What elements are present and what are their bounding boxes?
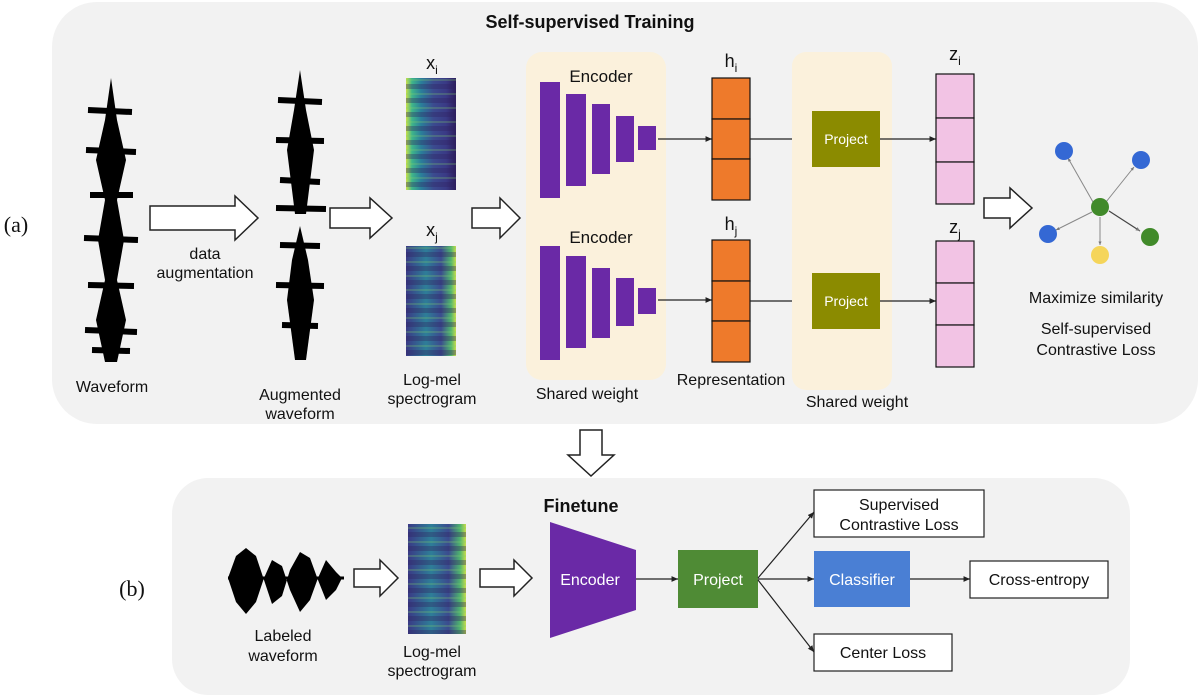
representation-h-i [711,77,751,201]
augmented-waveform-graphic [275,70,327,360]
x-i-label: xi [426,53,438,77]
edge-project-center [757,579,815,653]
dot-yellow [1091,246,1109,264]
finetune-spectrogram-line1: Log-mel [403,644,461,661]
cross-entropy-label: Cross-entropy [989,572,1089,589]
z-j-label: zj [949,217,961,241]
finetune-encoder [550,522,636,638]
finetune-spectrogram [408,524,466,634]
contrastive-arrow [983,186,1034,230]
panel-a-title: Self-supervised Training [485,12,694,32]
waveform-graphic [83,78,139,362]
down-arrow [566,429,616,478]
supervised-loss-line1: Supervised [859,497,939,514]
labeled-waveform-graphic [228,548,344,614]
augmentation-label-line2: augmentation [157,265,254,282]
maximize-similarity-label: Maximize similarity [1029,290,1163,307]
encoder-bottom [540,246,656,360]
labeled-waveform-line2: waveform [247,648,317,665]
finetune-arrow-1 [353,558,400,598]
loss-label-line1: Self-supervised [1041,321,1151,338]
encoder-top [540,82,656,198]
finetune-project-box [678,550,758,608]
loss-label-line2: Contrastive Loss [1036,342,1155,359]
classifier-label: Classifier [829,572,895,589]
representation-h-j [711,239,751,363]
finetune-encoder-label: Encoder [560,572,620,589]
labeled-waveform-line1: Labeled [255,628,312,645]
supervised-loss-box [813,489,985,538]
spectrogram-xi [406,78,456,190]
h-i-label: hi [725,51,738,75]
shared-weight-right-label: Shared weight [806,394,909,411]
dot-blue-3 [1039,225,1057,243]
edge-project-supervised [757,511,815,579]
finetune-spectrogram-line2: spectrogram [388,663,477,680]
dot-blue-2 [1132,151,1150,169]
x-j-label: xj [426,220,438,244]
spectrogram-label-line2: spectrogram [388,391,477,408]
similarity-graph [1055,157,1141,245]
supervised-loss-line2: Contrastive Loss [839,517,958,534]
spectrogram-arrow [329,196,394,240]
project-bottom-label: Project [824,293,868,309]
center-loss-label: Center Loss [840,645,926,662]
waveform-label: Waveform [76,379,148,396]
augmentation-arrow [149,194,260,242]
panel-a-label: (a) [4,212,28,237]
finetune-project-label: Project [693,572,743,589]
augmentation-label-line1: data [189,246,220,263]
z-i-label: zi [949,44,961,68]
encoder-top-label: Encoder [569,67,633,86]
shared-weight-box-project [792,52,892,390]
embedding-z-j [935,240,975,368]
panel-b-title: Finetune [544,496,619,516]
encoder-arrow [471,196,522,240]
classifier-box [814,551,910,607]
encoder-bottom-label: Encoder [569,228,633,247]
augmented-label-line2: waveform [264,406,334,423]
augmented-label-line1: Augmented [259,387,341,404]
project-top-label: Project [824,131,868,147]
cross-entropy-box [969,560,1109,599]
embedding-z-i [935,73,975,205]
spectrogram-label-line1: Log-mel [403,372,461,389]
spectrogram-xj [406,246,456,356]
project-bottom-box [812,273,880,329]
h-j-label: hj [725,214,738,238]
dot-green-2 [1141,228,1159,246]
shared-weight-left-label: Shared weight [536,386,639,403]
center-loss-box [813,633,953,672]
project-top-box [812,111,880,167]
dot-green-center [1091,198,1109,216]
representation-label: Representation [677,372,786,389]
panel-b-label: (b) [119,576,145,601]
dot-blue-1 [1055,142,1073,160]
finetune-arrow-2 [479,558,534,598]
